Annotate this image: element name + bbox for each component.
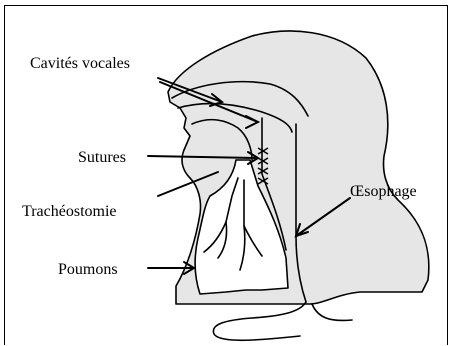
label-lungs: Poumons — [58, 262, 118, 278]
label-esophagus: Œsophage — [350, 184, 417, 200]
label-sutures: Sutures — [78, 150, 126, 166]
lower-tract-loop-2 — [312, 304, 352, 320]
lower-tract-loop — [213, 302, 306, 340]
arrow-lungs — [148, 262, 194, 274]
label-vocal-cavities: Cavités vocales — [30, 56, 130, 72]
label-tracheostomy: Trachéostomie — [22, 204, 117, 220]
